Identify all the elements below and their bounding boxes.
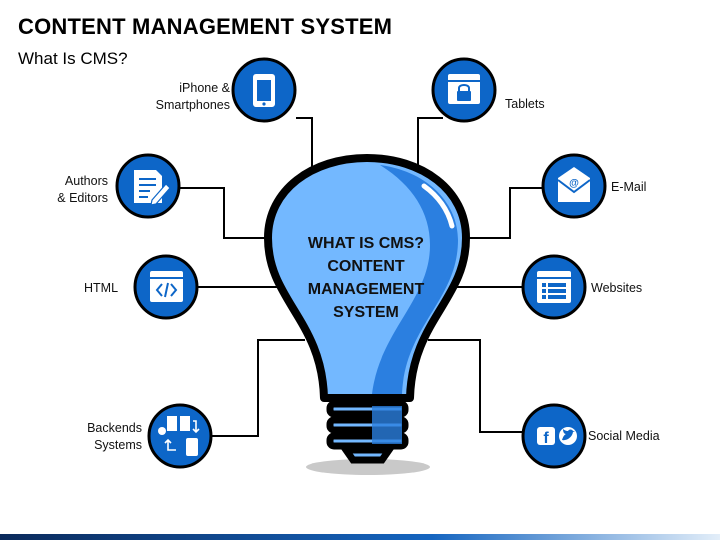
label-html: HTML <box>84 281 119 295</box>
label-backends: Backends Systems <box>70 420 142 454</box>
connector-email <box>466 187 545 239</box>
label-websites: Websites <box>591 281 643 295</box>
label-social: Social Media <box>588 429 660 443</box>
page-subtitle: What Is CMS? <box>18 49 128 68</box>
label-authors-line-1: Authors <box>64 174 108 188</box>
connector-authors <box>179 187 268 239</box>
server-sync-icon <box>158 416 200 456</box>
bulb-highlight <box>421 183 455 229</box>
code-window-icon <box>150 271 183 302</box>
connector-tablets <box>417 117 443 180</box>
envelope-icon: @ <box>557 167 591 202</box>
label-email: E-Mail <box>611 180 647 194</box>
circle-backends <box>147 403 213 469</box>
webpage-icon <box>537 271 571 303</box>
connector-iphone <box>296 117 313 180</box>
svg-text:f: f <box>543 430 549 447</box>
bulb-shadow <box>306 459 430 475</box>
document-edit-icon <box>134 170 171 206</box>
label-iphone: iPhone & Smartphones <box>140 80 230 114</box>
smartphone-icon <box>253 74 275 107</box>
svg-text:@: @ <box>569 178 579 189</box>
label-authors: Authors & Editors <box>36 173 108 207</box>
connector-social <box>428 339 525 433</box>
connector-backends <box>212 339 305 437</box>
connector-lines <box>179 117 545 437</box>
facebook-twitter-icon: f <box>537 427 577 447</box>
bulb-line-1: WHAT IS CMS? <box>307 235 425 252</box>
label-authors-line-2: & Editors <box>57 191 108 205</box>
bulb-line-3: MANAGEMENT <box>307 281 425 298</box>
label-backends-line-1: Backends <box>87 421 142 435</box>
page-title: CONTENT MANAGEMENT SYSTEM <box>18 14 393 39</box>
bulb-center-text: WHAT IS CMS? CONTENT MANAGEMENT SYSTEM <box>290 232 442 324</box>
label-iphone-line-1: iPhone & <box>179 81 230 95</box>
bottom-accent-bar <box>0 534 720 540</box>
label-iphone-line-2: Smartphones <box>155 98 230 112</box>
bulb-line-4: SYSTEM <box>333 304 399 321</box>
lock-window-icon <box>448 74 480 104</box>
label-backends-line-2: Systems <box>94 438 142 452</box>
bulb-base-shade <box>372 406 402 444</box>
bulb-glass-shade <box>372 165 458 394</box>
label-tablets: Tablets <box>505 97 545 111</box>
bulb-line-2: CONTENT <box>327 258 405 275</box>
